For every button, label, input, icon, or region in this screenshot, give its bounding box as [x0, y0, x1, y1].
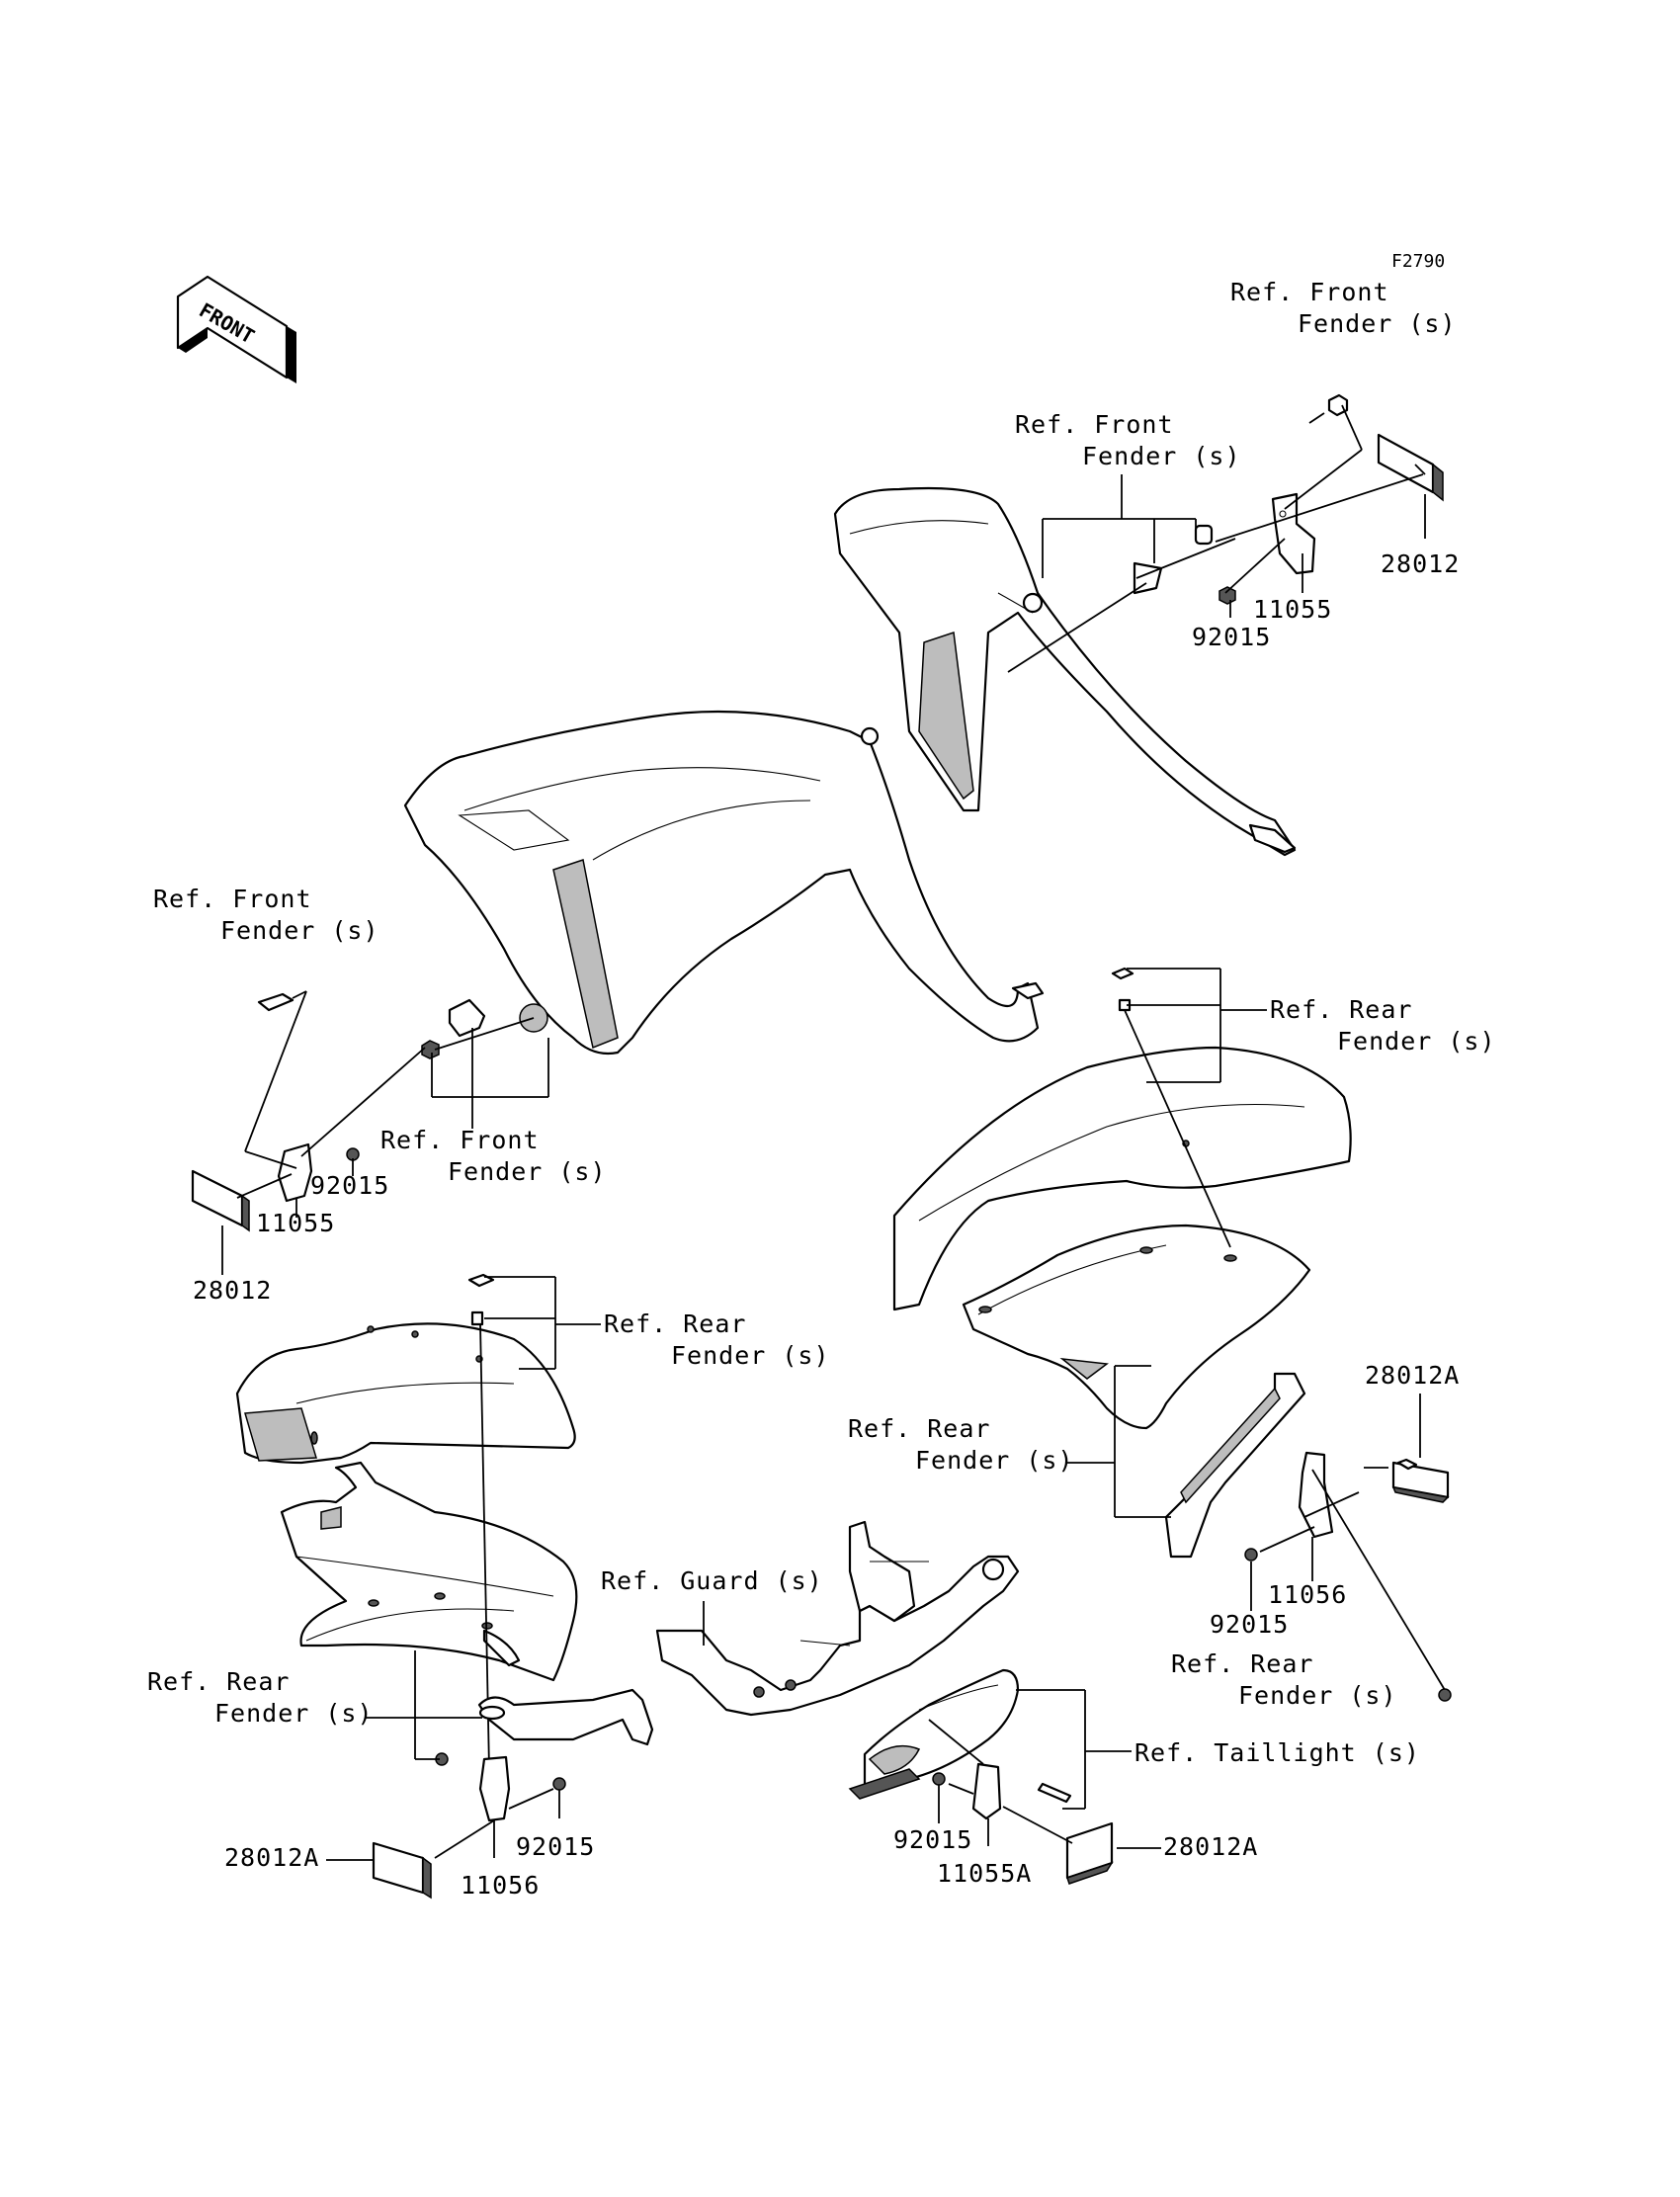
ref-line-1: Ref. Front	[153, 885, 312, 913]
ref-line-2: Fender (s)	[1337, 1027, 1496, 1056]
part-number: 28012	[1381, 549, 1461, 578]
ref-line-1: Ref. Front	[1230, 278, 1389, 306]
part-number: 92015	[1210, 1610, 1290, 1639]
part-number: 11055A	[937, 1859, 1033, 1888]
ref-line-1: Ref. Rear	[1171, 1649, 1314, 1678]
front-arrow-icon: FRONT	[176, 275, 296, 383]
front-fender-right-panel	[833, 486, 1297, 857]
rear-fender-left-upper	[235, 1322, 576, 1465]
part-number: 28012	[193, 1276, 273, 1305]
part-number: 28012A	[1163, 1832, 1259, 1861]
ref-line-2: Fender (s)	[671, 1341, 830, 1370]
part-number: 11055	[1253, 595, 1333, 624]
part-number: 28012A	[224, 1843, 320, 1872]
part-number: 11056	[1268, 1580, 1348, 1609]
part-number: 92015	[1192, 623, 1272, 651]
part-number: 92015	[893, 1825, 973, 1854]
diagram-code: F2790	[1391, 251, 1446, 272]
ref-line-2: Fender (s)	[915, 1446, 1074, 1475]
part-number: 11055	[256, 1209, 336, 1237]
guard-frame	[655, 1520, 1020, 1717]
ref-rear-fender-label: Ref. Rear Fender (s)	[1270, 994, 1496, 1057]
ref-line-2: Fender (s)	[220, 916, 379, 945]
ref-line-2: Fender (s)	[1238, 1681, 1397, 1710]
ref-line-1: Ref. Rear	[147, 1667, 291, 1696]
ref-front-fender-label: Ref. Front Fender (s)	[1015, 409, 1241, 472]
part-number: 92015	[310, 1171, 390, 1200]
rear-fender-right-hardware	[1111, 967, 1452, 1702]
ref-front-fender-label: Ref. Front Fender (s)	[153, 884, 379, 947]
front-fender-right-hardware	[1007, 393, 1444, 673]
ref-guard-label: Ref. Guard (s)	[601, 1566, 823, 1595]
ref-line-2: Fender (s)	[1298, 309, 1457, 338]
ref-line-2: Fender (s)	[1082, 442, 1241, 470]
rear-fender-left-hardware	[372, 1273, 654, 1900]
ref-rear-fender-label: Ref. Rear Fender (s)	[604, 1309, 830, 1372]
part-number: 28012A	[1365, 1361, 1461, 1390]
ref-rear-fender-label: Ref. Rear Fender (s)	[1171, 1648, 1397, 1712]
leader-lines	[221, 464, 1426, 1861]
part-number: 11056	[461, 1871, 541, 1900]
ref-front-fender-label: Ref. Front Fender (s)	[1230, 277, 1457, 340]
ref-line-1: Ref. Rear	[1270, 995, 1413, 1024]
rear-fender-left-lower	[280, 1461, 578, 1682]
rear-fender-right-lower	[962, 1224, 1311, 1430]
ref-line-1: Ref. Front	[1015, 410, 1174, 439]
front-fender-left-panel	[403, 710, 1045, 1056]
ref-front-fender-label: Ref. Front Fender (s)	[380, 1125, 607, 1188]
front-fender-left-hardware	[191, 990, 535, 1232]
ref-line-1: Ref. Rear	[604, 1310, 747, 1338]
ref-line-2: Fender (s)	[448, 1157, 607, 1186]
ref-taillight-label: Ref. Taillight (s)	[1134, 1738, 1420, 1767]
ref-rear-fender-label: Ref. Rear Fender (s)	[147, 1666, 374, 1730]
ref-line-1: Ref. Rear	[848, 1414, 991, 1443]
part-number: 92015	[516, 1832, 596, 1861]
ref-rear-fender-label: Ref. Rear Fender (s)	[848, 1413, 1074, 1477]
rear-fender-right-upper	[892, 1046, 1352, 1311]
ref-line-1: Ref. Front	[380, 1126, 540, 1154]
taillight-assembly	[848, 1668, 1114, 1885]
ref-line-2: Fender (s)	[214, 1699, 374, 1728]
